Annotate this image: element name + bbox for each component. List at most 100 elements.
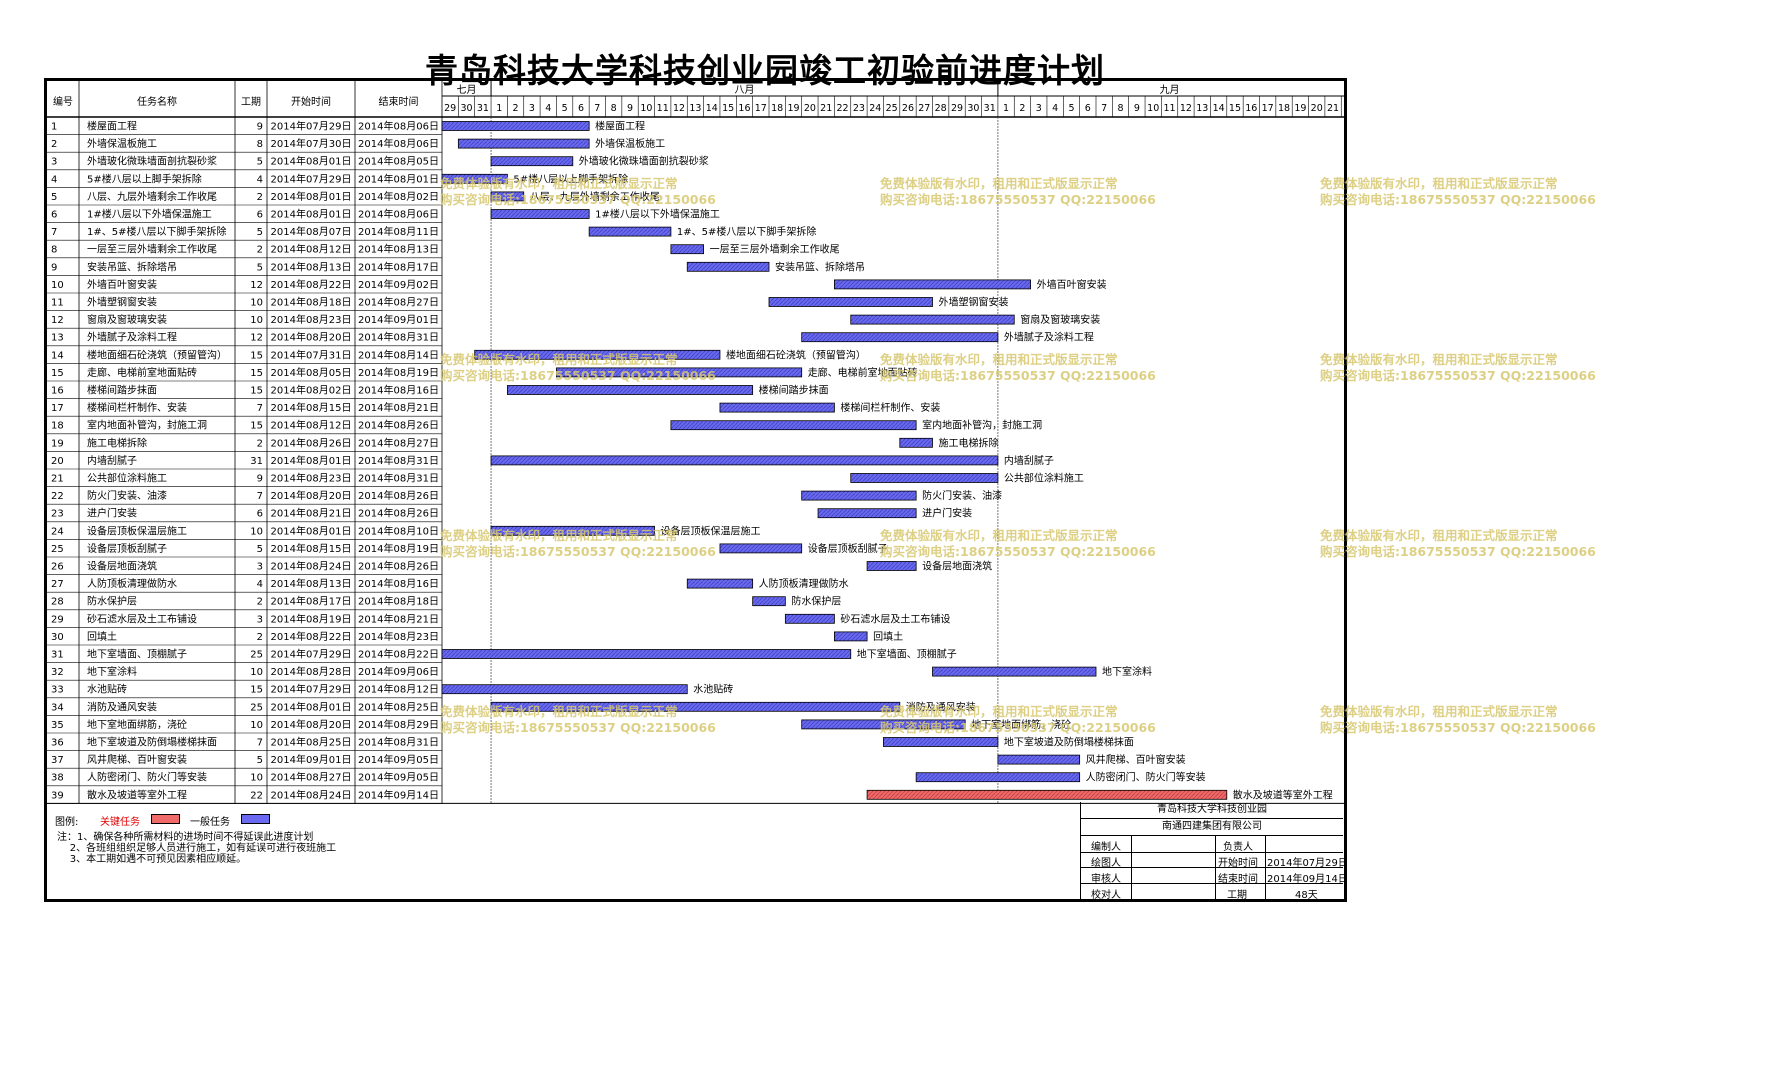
task-name: 1#、5#楼八层以下脚手架拆除 — [87, 225, 226, 238]
task-duration: 15 — [250, 350, 263, 361]
task-name: 楼地面细石砼浇筑（预留管沟） — [87, 348, 227, 361]
task-name: 楼屋面工程 — [87, 120, 137, 133]
task-duration: 5 — [257, 544, 263, 555]
day-label: 15 — [1229, 103, 1241, 114]
gantt-bar — [556, 367, 803, 378]
day-label: 1 — [496, 103, 502, 114]
task-duration: 25 — [250, 650, 263, 661]
day-label: 19 — [787, 103, 799, 114]
day-label: 11 — [657, 103, 669, 114]
info-box: 青岛科技大学科技创业园 南通四建集团有限公司 编制人 绘图人 审核人 校对人 负… — [1080, 802, 1348, 901]
info-org2: 南通四建集团有限公司 — [1081, 819, 1343, 836]
task-id: 25 — [51, 544, 64, 555]
gantt-bar — [883, 737, 999, 747]
task-end: 2014年08月23日 — [358, 630, 439, 643]
task-duration: 6 — [257, 509, 263, 520]
task-start: 2014年07月30日 — [271, 137, 352, 150]
bar-label: 外墙保温板施工 — [595, 137, 665, 150]
bar-label: 1#、5#楼八层以下脚手架拆除 — [677, 225, 816, 238]
task-end: 2014年08月14日 — [358, 348, 439, 361]
day-label: 11 — [1164, 103, 1176, 114]
task-end: 2014年08月26日 — [358, 419, 439, 432]
task-name: 施工电梯拆除 — [87, 436, 147, 449]
task-id: 13 — [51, 333, 64, 344]
bar-label: 楼屋面工程 — [595, 120, 645, 133]
task-duration: 5 — [257, 157, 263, 168]
task-duration: 15 — [250, 368, 263, 379]
task-id: 3 — [51, 157, 57, 168]
task-end: 2014年08月31日 — [358, 472, 439, 485]
task-end: 2014年08月13日 — [358, 243, 439, 256]
task-start: 2014年07月29日 — [271, 120, 352, 133]
day-label: 19 — [1294, 103, 1306, 114]
task-name: 地下室墙面、顶棚腻子 — [87, 648, 187, 661]
task-start: 2014年08月28日 — [271, 665, 352, 678]
gantt-bar — [490, 209, 590, 219]
bar-label: 设备层地面浇筑 — [922, 560, 992, 573]
task-id: 21 — [51, 474, 64, 485]
day-label: 29 — [444, 103, 456, 114]
task-start: 2014年08月26日 — [271, 436, 352, 449]
task-name: 设备层顶板保温层施工 — [87, 524, 187, 537]
col-header-start: 开始时间 — [291, 95, 331, 108]
gantt-bar — [490, 701, 901, 712]
page-title: 青岛科技大学科技创业园竣工初验前进度计划 — [425, 51, 1105, 90]
task-name: 安装吊篮、拆除塔吊 — [87, 260, 177, 273]
gantt-bar — [441, 649, 852, 659]
bar-label: 1#楼八层以下外墙保温施工 — [595, 208, 720, 221]
info-editor-label: 编制人 — [1091, 842, 1121, 853]
task-start: 2014年08月24日 — [271, 560, 352, 573]
legend-critical-label: 关键任务 — [100, 817, 140, 828]
task-end: 2014年08月31日 — [358, 331, 439, 344]
gantt-bar — [834, 631, 868, 642]
day-label: 17 — [1262, 103, 1274, 114]
task-duration: 10 — [250, 773, 263, 784]
day-label: 4 — [1052, 103, 1058, 114]
gantt-bar — [588, 226, 672, 237]
task-name: 地下室涂料 — [87, 665, 137, 678]
bar-label: 八层、九层外墙剩余工作收尾 — [530, 190, 660, 203]
task-name: 外墙玻化微珠墙面剖抗裂砂浆 — [87, 155, 217, 168]
bar-label: 回填土 — [873, 630, 903, 643]
task-id: 2 — [51, 139, 57, 150]
task-name: 消防及通风安装 — [87, 700, 157, 713]
watermark: 免费体验版有水印，租用和正式版显示正常购买咨询电话:18675550537 QQ… — [1320, 704, 1596, 735]
task-name: 防火门安装、油漆 — [87, 489, 167, 502]
col-header-id: 编号 — [53, 95, 73, 108]
task-end: 2014年08月16日 — [358, 384, 439, 397]
task-name: 风井爬梯、百叶窗安装 — [87, 753, 187, 766]
bar-label: 砂石滤水层及土工布铺设 — [840, 612, 950, 625]
task-id: 20 — [51, 456, 64, 467]
task-start: 2014年08月21日 — [271, 507, 352, 520]
day-label: 12 — [673, 103, 685, 114]
gantt-bar — [490, 455, 999, 466]
task-name: 外墙保温板施工 — [87, 137, 157, 150]
bar-label: 防水保护层 — [791, 595, 841, 608]
task-name: 走廊、电梯前室地面贴砖 — [87, 366, 197, 379]
task-start: 2014年07月29日 — [271, 172, 352, 185]
task-start: 2014年08月15日 — [271, 401, 352, 414]
info-start-label: 开始时间 — [1218, 858, 1258, 869]
task-start: 2014年08月19日 — [271, 612, 352, 625]
gantt-bar — [915, 772, 1081, 783]
bar-label: 楼梯间栏杆制作、安装 — [840, 401, 940, 414]
legend-normal-swatch — [241, 814, 270, 824]
task-duration: 8 — [257, 139, 263, 150]
task-end: 2014年08月27日 — [358, 296, 439, 309]
task-end: 2014年08月10日 — [358, 524, 439, 537]
task-duration: 25 — [250, 702, 263, 713]
task-id: 8 — [51, 245, 57, 256]
gantt-bar — [850, 314, 1015, 325]
task-end: 2014年08月31日 — [358, 454, 439, 467]
day-label: 7 — [1101, 103, 1107, 114]
task-duration: 6 — [257, 210, 263, 221]
bar-label: 外墙塑钢窗安装 — [939, 296, 1009, 309]
gantt-bar — [817, 508, 917, 519]
legend-label: 图例: — [55, 817, 79, 828]
bar-label: 地下室坡道及防倒塌楼梯抹面 — [1004, 736, 1134, 749]
task-end: 2014年08月17日 — [358, 260, 439, 273]
bar-label: 外墙腻子及涂料工程 — [1004, 331, 1094, 344]
day-label: 15 — [722, 103, 734, 114]
gantt-bar — [899, 437, 933, 448]
month-label: 七月 — [457, 84, 477, 96]
